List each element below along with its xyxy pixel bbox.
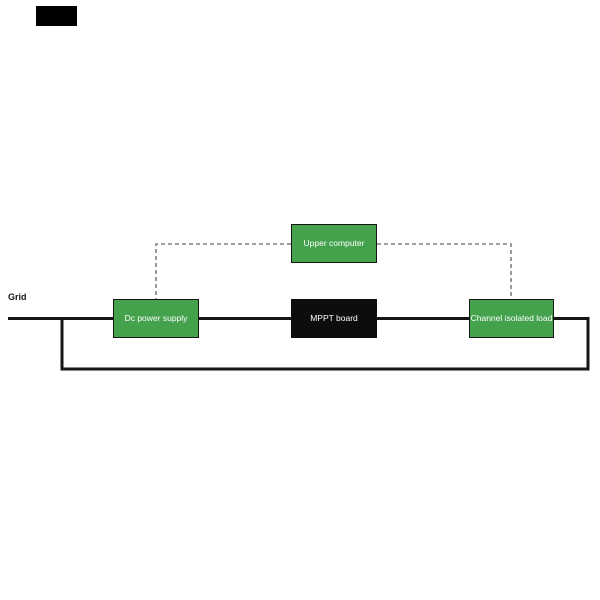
mppt-board-label: MPPT board — [310, 312, 358, 323]
grid-label: Grid — [8, 292, 27, 302]
dc-power-supply-label: Dc power supply — [124, 312, 188, 323]
edge-upper-computer-to-dc-power-supply — [155, 243, 291, 299]
edge-upper-computer-to-channel-isolated-load — [377, 243, 512, 299]
edge-return-loop — [60, 317, 590, 371]
black-rectangle — [36, 6, 77, 26]
node-channel-isolated-load: Channel isolated load — [469, 299, 554, 338]
node-upper-computer: Upper computer — [291, 224, 377, 263]
node-mppt-board: MPPT board — [291, 299, 377, 338]
node-dc-power-supply: Dc power supply — [113, 299, 199, 338]
channel-isolated-load-label: Channel isolated load — [470, 312, 553, 323]
upper-computer-label: Upper computer — [303, 237, 365, 248]
